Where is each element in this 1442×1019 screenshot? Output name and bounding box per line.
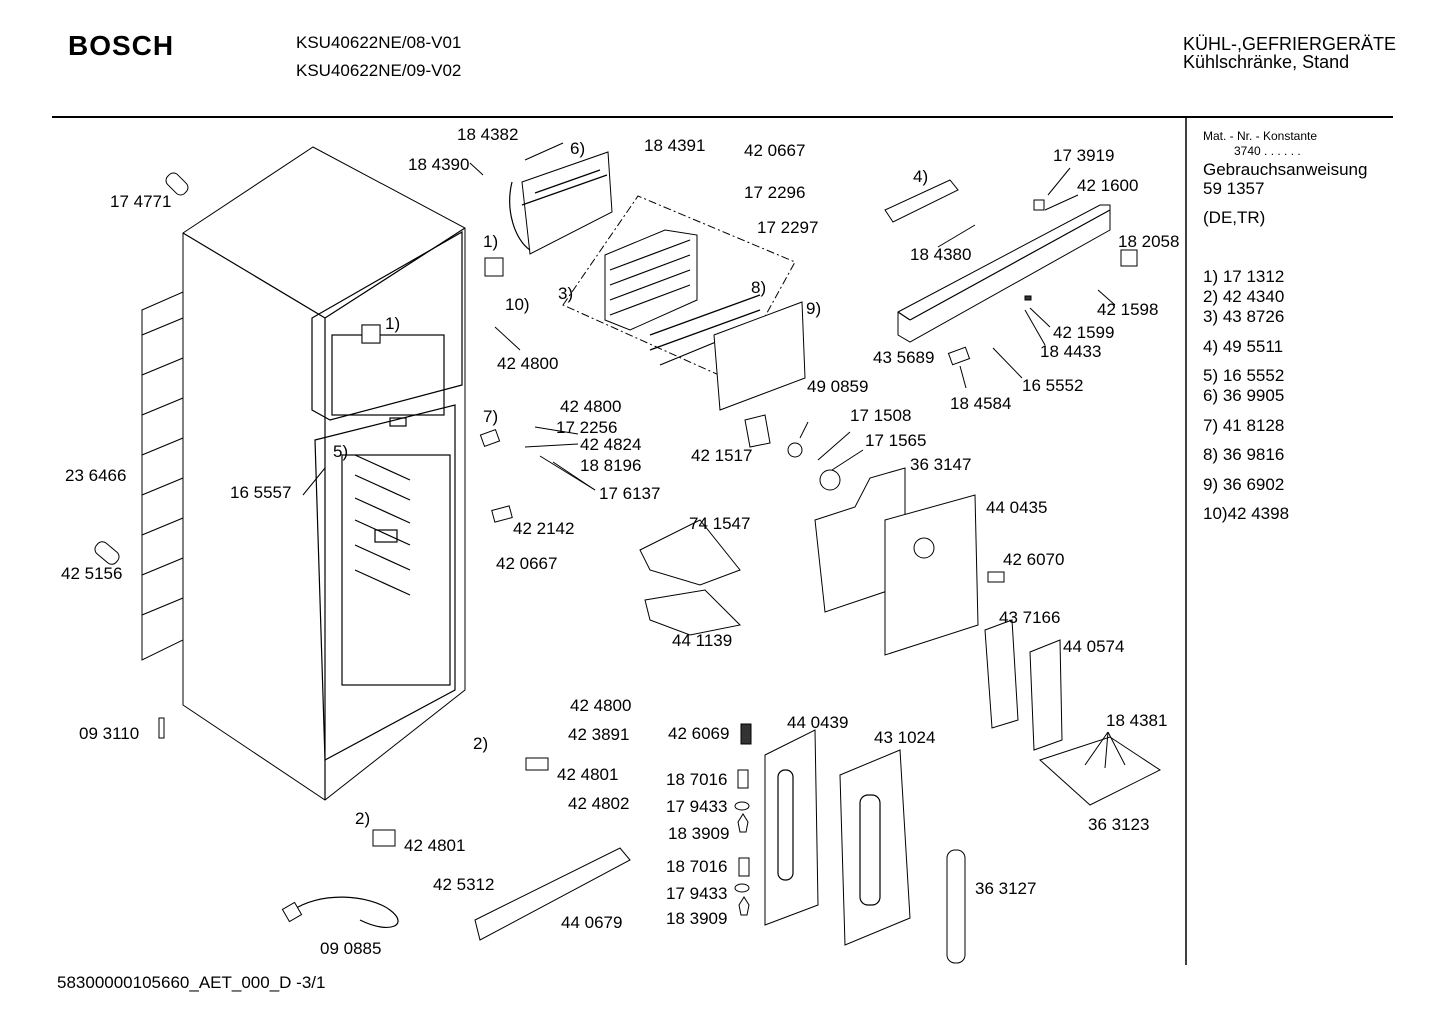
part-label: 42 4800 <box>560 397 622 416</box>
part-label: 17 6137 <box>599 484 661 503</box>
part-label: 42 6069 <box>668 724 730 743</box>
part-label: 74 1547 <box>689 514 751 533</box>
category-title: KÜHL-,GEFRIERGERÄTE <box>1183 34 1397 54</box>
mat-number-value: 3740 . . . . . . <box>1234 144 1301 158</box>
sidebar-part: 4) 49 5511 <box>1203 337 1284 356</box>
part-label: 6) <box>570 139 586 158</box>
part-label: 18 4391 <box>644 136 706 155</box>
sidebar-part: 9) 36 6902 <box>1203 475 1285 494</box>
part-label: 42 0667 <box>744 141 806 160</box>
part-label: 7) <box>483 407 499 426</box>
part-label: 36 3123 <box>1088 815 1150 834</box>
manual-number: 59 1357 <box>1203 179 1265 198</box>
part-label: 43 5689 <box>873 348 935 367</box>
part-label: 43 1024 <box>874 728 936 747</box>
part-label: 42 4801 <box>557 765 619 784</box>
part-label: 44 0679 <box>561 913 623 932</box>
part-label: 42 4800 <box>570 696 632 715</box>
part-label: 44 0435 <box>986 498 1048 517</box>
document-id: 58300000105660_AET_000_D -3/1 <box>57 973 326 992</box>
brand-logo: BOSCH <box>68 30 175 61</box>
part-label: 42 4800 <box>497 354 559 373</box>
part-label: 2) <box>473 734 489 753</box>
part-label: 9) <box>806 299 822 318</box>
sidebar-part: 5) 16 5552 <box>1203 366 1285 385</box>
evaporator-coil <box>604 229 761 366</box>
part-label: 44 0439 <box>787 713 849 732</box>
sidebar-part: 10)42 4398 <box>1203 504 1290 523</box>
category-subtitle: Kühlschränke, Stand <box>1183 52 1350 72</box>
manual-title: Gebrauchsanweisung <box>1203 160 1368 179</box>
part-label: 18 2058 <box>1118 232 1180 251</box>
part-label: 18 8196 <box>580 456 642 475</box>
part-label: 18 4382 <box>457 125 519 144</box>
model-number-1: KSU40622NE/08-V01 <box>296 33 462 52</box>
part-label: 42 1600 <box>1077 176 1139 195</box>
part-label: 42 5156 <box>61 564 123 583</box>
part-label: 17 2296 <box>744 183 806 202</box>
model-number-2: KSU40622NE/09-V02 <box>296 61 462 80</box>
part-label: 17 2256 <box>556 418 618 437</box>
condenser-grid <box>141 291 184 661</box>
part-label: 18 4381 <box>1106 711 1168 730</box>
part-label: 8) <box>751 278 767 297</box>
part-label: 42 2142 <box>513 519 575 538</box>
part-label: 42 4802 <box>568 794 630 813</box>
part-label: 17 3919 <box>1053 146 1115 165</box>
part-label: 42 4801 <box>404 836 466 855</box>
part-label: 2) <box>355 809 371 828</box>
sidebar-part: 6) 36 9905 <box>1203 386 1285 405</box>
part-label: 42 1517 <box>691 446 753 465</box>
part-label: 17 1565 <box>865 431 927 450</box>
sidebar-part: 3) 43 8726 <box>1203 307 1285 326</box>
fridge-cabinet <box>182 146 466 801</box>
part-label: 17 9433 <box>666 884 728 903</box>
part-label: 23 6466 <box>65 466 127 485</box>
part-label: 36 3127 <box>975 879 1037 898</box>
sidebar-part: 2) 42 4340 <box>1203 287 1285 306</box>
part-label: 3) <box>558 284 574 303</box>
part-label: 4) <box>913 167 929 186</box>
part-label: 1) <box>385 314 401 333</box>
part-label: 5) <box>333 442 349 461</box>
sidebar-part: 1) 17 1312 <box>1203 267 1285 286</box>
part-label: 43 7166 <box>999 608 1061 627</box>
part-label: 42 5312 <box>433 875 495 894</box>
part-label: 17 9433 <box>666 797 728 816</box>
part-label: 18 4433 <box>1040 342 1102 361</box>
part-label: 18 4584 <box>950 394 1012 413</box>
part-label: 42 6070 <box>1003 550 1065 569</box>
manual-language: (DE,TR) <box>1203 208 1266 227</box>
sidebar-part: 7) 41 8128 <box>1203 416 1285 435</box>
part-label: 10) <box>505 295 530 314</box>
part-label: 42 3891 <box>568 725 630 744</box>
part-label: 18 7016 <box>666 857 728 876</box>
part-label: 09 0885 <box>320 939 382 958</box>
part-label: 18 4380 <box>910 245 972 264</box>
part-label: 18 4390 <box>408 155 470 174</box>
part-label: 17 2297 <box>757 218 819 237</box>
part-label: 09 3110 <box>79 724 140 743</box>
sidebar-part: 8) 36 9816 <box>1203 445 1285 464</box>
part-label: 42 1598 <box>1097 300 1159 319</box>
part-label: 36 3147 <box>910 455 972 474</box>
control-panel <box>884 179 1111 343</box>
part-label: 16 5552 <box>1022 376 1084 395</box>
part-label: 17 4771 <box>110 192 172 211</box>
part-label: 18 7016 <box>666 770 728 789</box>
part-label: 42 1599 <box>1053 323 1115 342</box>
part-label: 17 1508 <box>850 406 912 425</box>
part-label: 44 0574 <box>1063 637 1125 656</box>
part-label: 18 3909 <box>666 909 728 928</box>
part-label: 1) <box>483 232 499 251</box>
part-label: 49 0859 <box>807 377 869 396</box>
part-label: 16 5557 <box>230 483 292 502</box>
part-label: 18 3909 <box>668 824 730 843</box>
mat-number-label: Mat. - Nr. - Konstante <box>1203 129 1318 143</box>
part-label: 42 0667 <box>496 554 558 573</box>
part-label: 42 4824 <box>580 435 642 454</box>
part-label: 44 1139 <box>672 631 733 650</box>
